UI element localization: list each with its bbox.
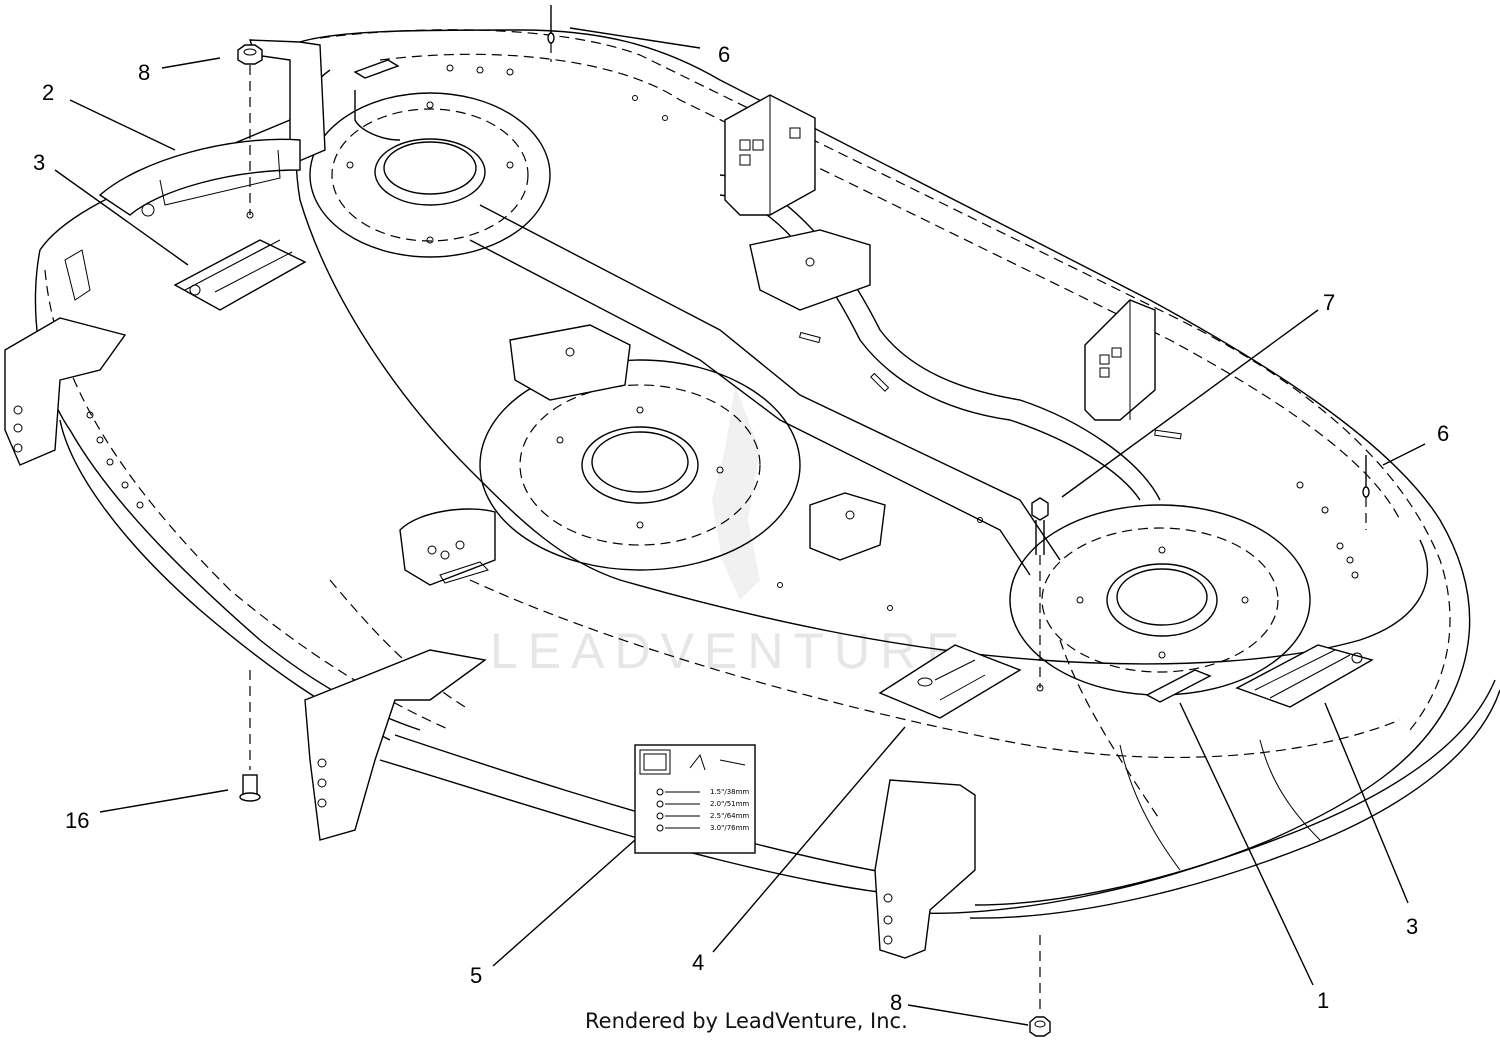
decal-safety-right <box>1235 644 1374 708</box>
rear-bracket-left <box>724 94 816 216</box>
bracket-mid-3 <box>809 492 886 561</box>
flange-nut-bottom <box>1029 935 1051 1037</box>
pin-top <box>547 5 555 62</box>
watermark-text: LEADVENTURE <box>490 623 970 679</box>
callout-16: 16 <box>65 808 89 833</box>
leader-lines <box>54 27 1426 1026</box>
spindle-right <box>1009 504 1311 696</box>
front-bracket-center <box>399 508 496 586</box>
callouts: 8 2 3 6 7 6 16 5 4 8 1 3 <box>33 42 1449 1015</box>
decal-height-row: 1.5"/38mm <box>710 788 749 796</box>
decal-height-chart <box>878 644 1022 719</box>
side-arm-left <box>4 249 127 466</box>
callout-4: 4 <box>692 950 704 975</box>
decal-height-row: 2.5"/64mm <box>710 812 749 820</box>
mower-deck <box>4 29 1500 959</box>
decal-warning-top <box>353 59 400 79</box>
callout-5: 5 <box>470 963 482 988</box>
callout-8-bottom: 8 <box>890 990 902 1015</box>
front-bracket-left <box>304 649 487 841</box>
spindle-center <box>479 359 801 571</box>
spacer-16 <box>239 670 261 802</box>
callout-2: 2 <box>42 80 54 105</box>
spindle-left <box>309 92 551 258</box>
bracket-mid-2 <box>509 324 631 401</box>
bracket-mid-1 <box>749 229 871 311</box>
decal-height-row: 2.0"/51mm <box>710 800 749 808</box>
callout-8-top: 8 <box>138 60 150 85</box>
callout-1: 1 <box>1317 988 1329 1013</box>
callout-3-right: 3 <box>1406 914 1418 939</box>
decal-cut-height: 1.5"/38mm 2.0"/51mm 2.5"/64mm 3.0"/76mm <box>634 744 756 854</box>
watermark: LEADVENTURE <box>490 385 970 679</box>
rear-bracket-right <box>1084 299 1156 421</box>
render-credit: Rendered by LeadVenture, Inc. <box>585 1009 908 1033</box>
callout-7: 7 <box>1323 290 1335 315</box>
callout-6-top: 6 <box>718 42 730 67</box>
front-hitch-left <box>98 39 326 217</box>
flange-nut-top <box>237 44 263 219</box>
bolt-7 <box>1031 497 1049 692</box>
decal-height-rows: 1.5"/38mm 2.0"/51mm 2.5"/64mm 3.0"/76mm <box>656 788 749 832</box>
decal-small-right <box>1145 669 1212 703</box>
callout-3-left: 3 <box>33 150 45 175</box>
spindle-bolt-holes <box>346 101 1249 659</box>
front-bracket-right <box>874 779 976 959</box>
pin-right <box>1362 455 1370 530</box>
callout-6-right: 6 <box>1437 421 1449 446</box>
decal-safety-left <box>173 239 307 311</box>
deck-holes <box>86 64 1359 611</box>
decal-height-row: 3.0"/76mm <box>710 824 749 832</box>
